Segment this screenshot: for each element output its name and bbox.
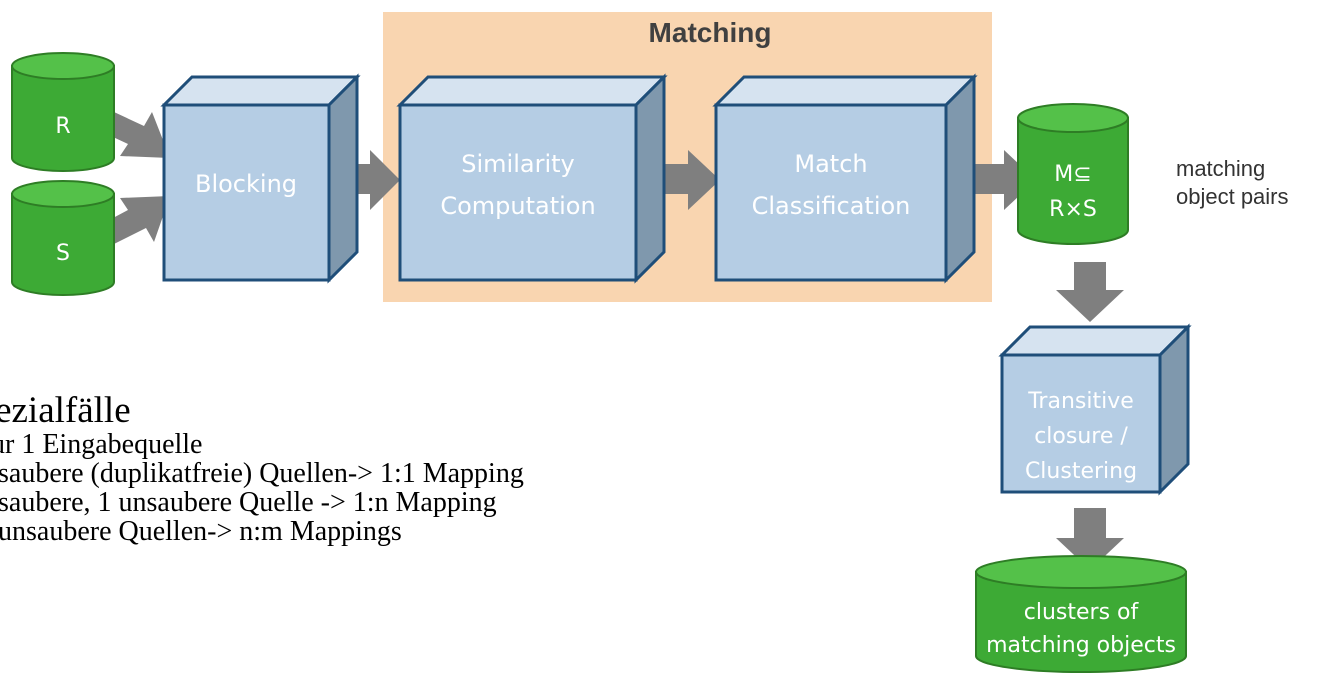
similarity-label-line2: Computation bbox=[440, 192, 595, 220]
classification-label-line1: Match bbox=[794, 150, 867, 178]
blocking-label: Blocking bbox=[195, 170, 297, 198]
transitive-label-line2: closure / bbox=[1034, 424, 1128, 449]
source-s-label: S bbox=[56, 241, 70, 266]
arrow-transitive-to-clusters bbox=[1056, 508, 1124, 570]
result-side-label-line1: matching bbox=[1176, 156, 1265, 181]
classification-label-line2: Classification bbox=[752, 192, 911, 220]
arrow-result-to-transitive bbox=[1056, 262, 1124, 322]
notes-item: – 2 unsaubere Quellen-> n:m Mappings bbox=[0, 516, 402, 547]
notes-item: – 1 saubere, 1 unsaubere Quelle -> 1:n M… bbox=[0, 487, 497, 518]
clusters-database: clusters of matching objects bbox=[975, 555, 1187, 673]
result-label-line1: M⊆ bbox=[1054, 162, 1091, 187]
source-s-database: S bbox=[11, 180, 115, 296]
result-database: M⊆ R×S bbox=[1017, 103, 1129, 245]
transitive-closure-box: Transitive closure / Clustering bbox=[998, 323, 1192, 496]
match-classification-box: Match Classification bbox=[712, 73, 978, 284]
notes-item: – nur 1 Eingabequelle bbox=[0, 429, 203, 460]
special-cases-notes: Spezialfälle – nur 1 Eingabequelle – 2 s… bbox=[0, 390, 916, 547]
matching-title: Matching bbox=[649, 17, 772, 48]
arrow-s-to-blocking bbox=[98, 196, 170, 244]
clusters-label-line1: clusters of bbox=[1024, 600, 1140, 625]
arrow-r-to-blocking bbox=[98, 112, 170, 158]
result-label-line2: R×S bbox=[1049, 197, 1097, 222]
notes-heading: Spezialfälle bbox=[0, 390, 131, 431]
source-r-label: R bbox=[55, 114, 70, 139]
similarity-label-line1: Similarity bbox=[461, 150, 574, 178]
arrow-similarity-to-classification bbox=[656, 150, 720, 210]
notes-item: – 2 saubere (duplikatfreie) Quellen-> 1:… bbox=[0, 458, 524, 489]
result-side-label-line2: object pairs bbox=[1176, 184, 1289, 209]
blocking-box: Blocking bbox=[160, 73, 361, 284]
clusters-label-line2: matching objects bbox=[986, 633, 1176, 658]
source-r-database: R bbox=[11, 52, 115, 172]
transitive-label-line3: Clustering bbox=[1025, 459, 1137, 484]
similarity-computation-box: Similarity Computation bbox=[396, 73, 668, 284]
transitive-label-line1: Transitive bbox=[1027, 389, 1134, 414]
